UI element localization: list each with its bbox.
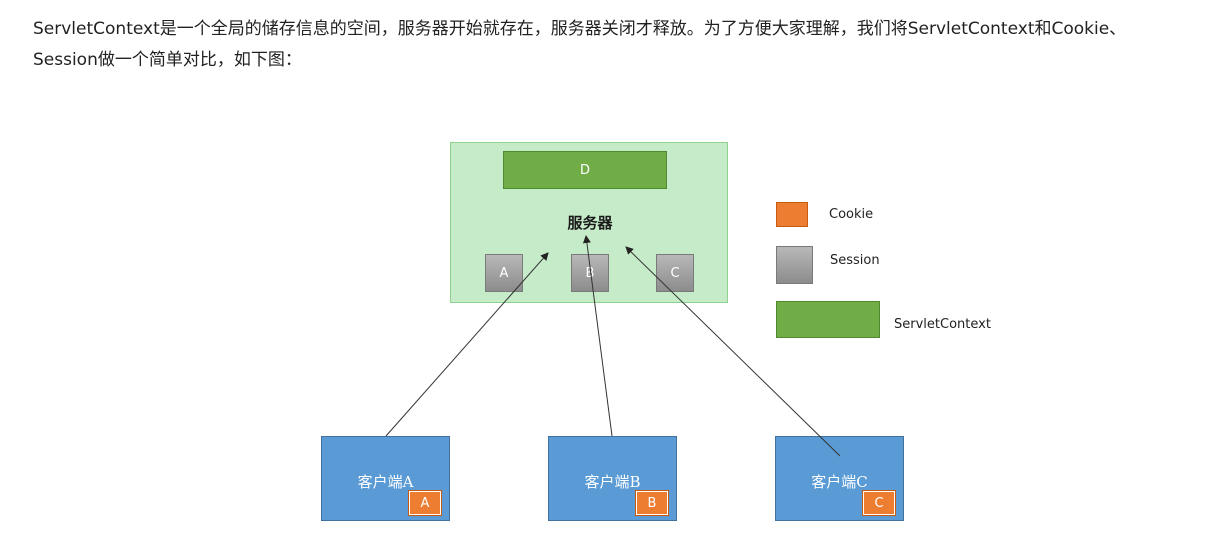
arrow-client-a: [385, 252, 549, 437]
legend-session-label: Session: [830, 253, 880, 268]
cookie-a: A: [408, 490, 442, 516]
legend-cookie-label: Cookie: [829, 207, 874, 222]
legend-session-swatch: [776, 246, 813, 284]
intro-paragraph: ServletContext是一个全局的储存信息的空间，服务器开始就存在，服务器…: [33, 14, 1223, 76]
cookie-b: B: [635, 490, 669, 516]
client-a: 客户端A A: [321, 436, 450, 521]
session-a: A: [485, 254, 523, 292]
session-c: C: [656, 254, 694, 292]
client-b: 客户端B B: [548, 436, 677, 521]
legend-servletcontext-swatch: [776, 301, 880, 338]
arrow-client-b: [582, 235, 613, 437]
legend-servletcontext-label: ServletContext: [894, 317, 991, 332]
legend-cookie-swatch: [776, 202, 808, 227]
client-a-label: 客户端A: [357, 473, 414, 491]
arrow-client-c: [625, 246, 841, 457]
client-c: 客户端C C: [775, 436, 904, 521]
server-label: 服务器: [567, 214, 613, 232]
servlet-context-box: D: [503, 151, 667, 189]
client-b-label: 客户端B: [584, 473, 641, 491]
session-b: B: [571, 254, 609, 292]
client-c-label: 客户端C: [811, 473, 868, 491]
intro-line-1: ServletContext是一个全局的储存信息的空间，服务器开始就存在，服务器…: [33, 19, 1127, 39]
intro-line-2: Session做一个简单对比，如下图：: [33, 50, 302, 70]
cookie-c: C: [862, 490, 896, 516]
